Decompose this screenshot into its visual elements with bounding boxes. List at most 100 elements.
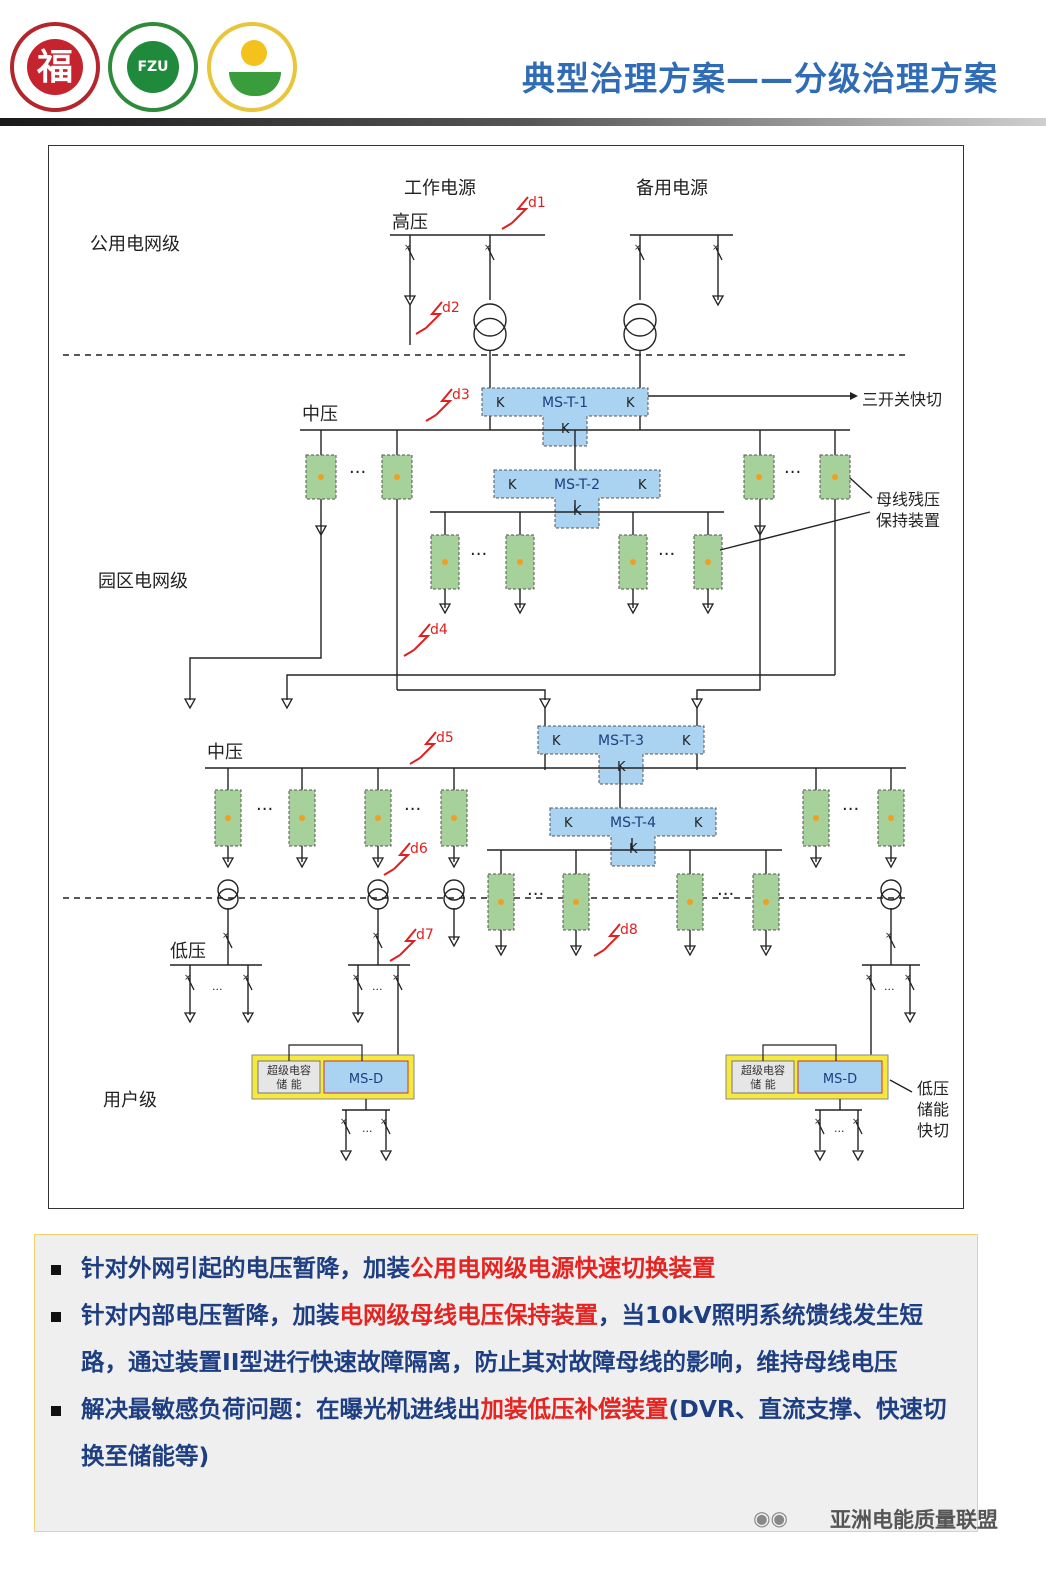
switch	[355, 977, 363, 991]
svg-text:储 能: 储 能	[750, 1077, 776, 1091]
transformer	[880, 879, 902, 901]
switch	[225, 935, 233, 949]
energy-logo	[207, 22, 297, 112]
switch	[817, 1121, 825, 1135]
load-arrow	[626, 603, 640, 615]
svg-text:×: ×	[242, 973, 250, 983]
ellipsis: ···	[842, 799, 859, 820]
university-logo: 福	[10, 22, 100, 112]
annotation-lv-2: 储能	[917, 1100, 949, 1119]
load-arrow	[403, 295, 417, 307]
level-public-grid: 公用电网级	[90, 234, 180, 255]
source-backup: 备用电源	[636, 178, 708, 199]
level-park-grid: 园区电网级	[98, 571, 188, 592]
watermark: 亚洲电能质量联盟	[830, 1508, 998, 1532]
annotation-3switch: 三开关快切	[862, 390, 942, 409]
switch	[637, 247, 645, 261]
svg-text:×: ×	[484, 243, 492, 253]
fault-point-d7: d7	[389, 927, 434, 962]
load-arrow	[447, 936, 461, 948]
voltage-mid-1: 中压	[302, 404, 338, 425]
load-arrow	[903, 1012, 917, 1024]
device-ms-d-left: 超级电容 储 能 MS-D	[251, 1044, 415, 1100]
load-arrow	[711, 295, 725, 307]
svg-text:d8: d8	[620, 922, 638, 938]
svg-text:×: ×	[404, 243, 412, 253]
svg-text:K: K	[496, 396, 505, 411]
load-arrow	[371, 857, 385, 869]
page-title: 典型治理方案——分级治理方案	[522, 59, 998, 98]
load-arrow	[339, 1150, 353, 1162]
load-arrow	[569, 945, 583, 957]
annotation-bus-hold-2: 保持装置	[876, 511, 940, 530]
bullet-panel: 针对外网引起的电压暂降，加装公用电网级电源快速切换装置 针对内部电压暂降，加装电…	[34, 1234, 978, 1532]
ellipsis-small: ...	[884, 980, 895, 993]
load-arrow	[813, 1150, 827, 1162]
device-ms-t-4: MS-T-4 K K K	[549, 807, 717, 867]
bullet-2: 针对内部电压暂降，加装电网级母线电压保持装置，当10kV照明系统馈线发生短路，通…	[51, 1292, 957, 1386]
switch	[868, 977, 876, 991]
svg-text:×: ×	[885, 931, 893, 941]
transformer	[217, 879, 239, 901]
ellipsis: ···	[256, 799, 273, 820]
svg-text:×: ×	[222, 931, 230, 941]
svg-text:K: K	[638, 478, 647, 493]
svg-text:MS-D: MS-D	[349, 1072, 383, 1087]
load-arrow	[379, 1150, 393, 1162]
svg-text:×: ×	[352, 973, 360, 983]
load-arrow	[701, 603, 715, 615]
university-logo-char: 福	[27, 39, 83, 95]
fault-point-d2: d2	[415, 300, 460, 335]
svg-text:d3: d3	[452, 387, 470, 403]
annotation-bus-hold-1: 母线残压	[876, 490, 940, 509]
svg-text:×: ×	[814, 1117, 822, 1127]
feeder-device	[676, 873, 704, 931]
svg-text:×: ×	[634, 243, 642, 253]
svg-text:×: ×	[380, 1117, 388, 1127]
svg-text:超级电容: 超级电容	[741, 1063, 785, 1077]
wechat-icon: ◉◉	[753, 1506, 788, 1530]
load-arrow	[753, 525, 767, 537]
switch	[343, 1121, 351, 1135]
diagram-frame	[48, 145, 964, 1209]
svg-text:K: K	[682, 734, 691, 749]
switch	[407, 247, 415, 261]
device-ms-t-2: MS-T-2 K K K	[493, 469, 661, 529]
svg-text:MS-D: MS-D	[823, 1072, 857, 1087]
load-arrow	[447, 857, 461, 869]
switch	[245, 977, 253, 991]
ellipsis: ···	[470, 544, 487, 565]
ellipsis-small: ...	[834, 1122, 845, 1135]
svg-text:MS-T-4: MS-T-4	[610, 815, 656, 831]
svg-text:×: ×	[184, 973, 192, 983]
feeder-device	[743, 454, 775, 500]
svg-text:K: K	[552, 734, 561, 749]
source-work: 工作电源	[404, 178, 476, 199]
svg-text:×: ×	[852, 1117, 860, 1127]
ellipsis: ···	[404, 799, 421, 820]
svg-text:K: K	[694, 816, 703, 831]
voltage-low: 低压	[170, 941, 206, 962]
level-user: 用户级	[103, 1090, 157, 1111]
device-ms-d-right: 超级电容 储 能 MS-D	[725, 1044, 889, 1100]
transformer	[367, 879, 389, 901]
load-arrow	[183, 1012, 197, 1024]
header-divider	[0, 118, 1046, 126]
svg-text:d1: d1	[528, 195, 546, 211]
switch	[375, 935, 383, 949]
fault-point-d3: d3	[425, 387, 470, 422]
svg-text:储 能: 储 能	[276, 1077, 302, 1091]
load-arrow	[295, 857, 309, 869]
transformer	[623, 303, 657, 337]
svg-text:×: ×	[372, 931, 380, 941]
svg-text:K: K	[508, 478, 517, 493]
voltage-mid-2: 中压	[207, 742, 243, 763]
load-arrow	[851, 1150, 865, 1162]
load-arrow	[280, 698, 294, 710]
load-arrow	[221, 857, 235, 869]
switch	[715, 247, 723, 261]
ellipsis: ···	[717, 884, 734, 905]
lab-logo: FZU	[108, 22, 198, 112]
switch	[888, 935, 896, 949]
svg-text:×: ×	[865, 973, 873, 983]
